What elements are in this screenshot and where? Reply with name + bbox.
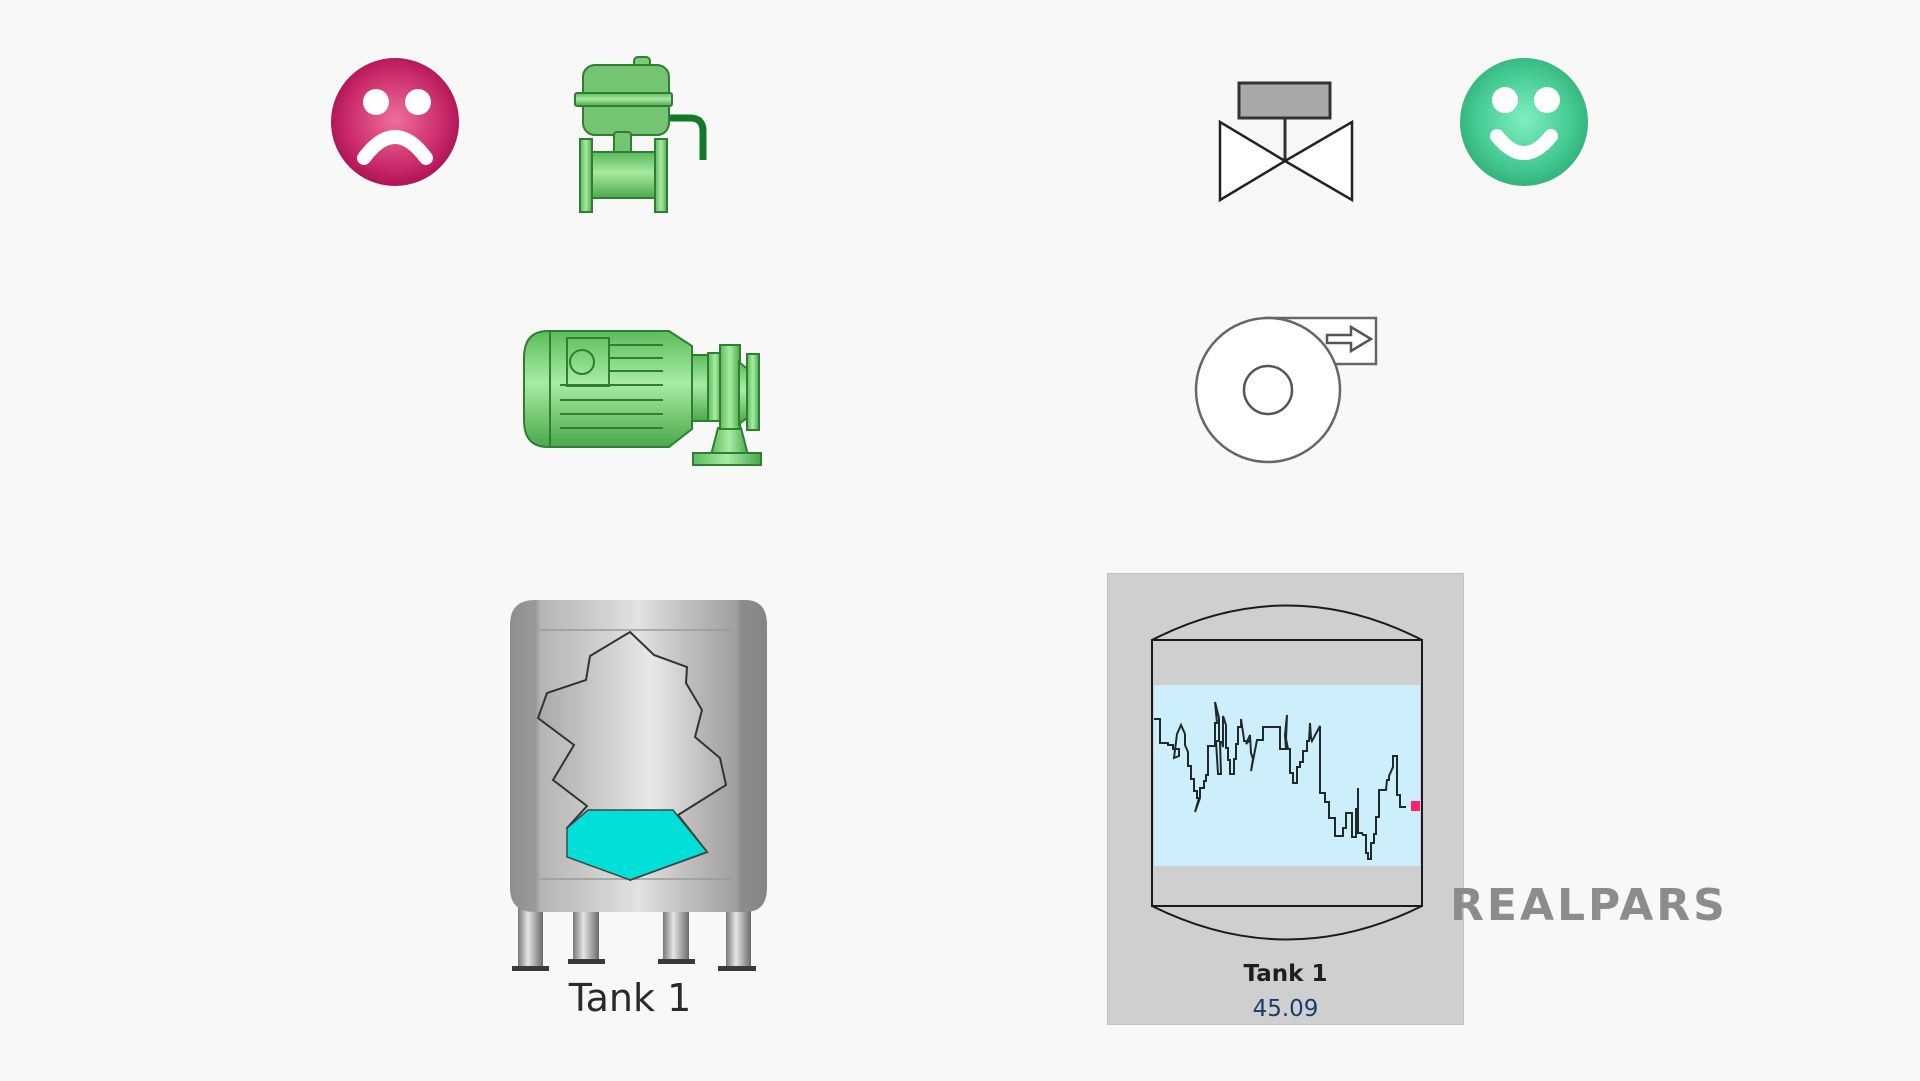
level-band	[1154, 685, 1420, 866]
tank-2d-label: Tank 1	[1243, 961, 1328, 987]
motor-pump-icon[interactable]	[510, 325, 770, 470]
realpars-logo: REALPARS	[1450, 880, 1728, 931]
sad-face-icon	[330, 58, 460, 188]
happy-face-icon	[1459, 58, 1589, 188]
trend-marker	[1411, 801, 1420, 811]
tank-2d-value: 45.09	[1252, 996, 1319, 1022]
centrifugal-pump-icon[interactable]	[1190, 312, 1380, 467]
actuated-valve-icon[interactable]	[570, 52, 710, 217]
tank-2d-panel[interactable]: Tank 1 45.09	[1107, 573, 1464, 1025]
tank-3d-label: Tank 1	[568, 976, 692, 1020]
valve-icon[interactable]	[1215, 78, 1357, 206]
tank-3d[interactable]	[505, 595, 775, 980]
trend-line	[1154, 701, 1406, 860]
